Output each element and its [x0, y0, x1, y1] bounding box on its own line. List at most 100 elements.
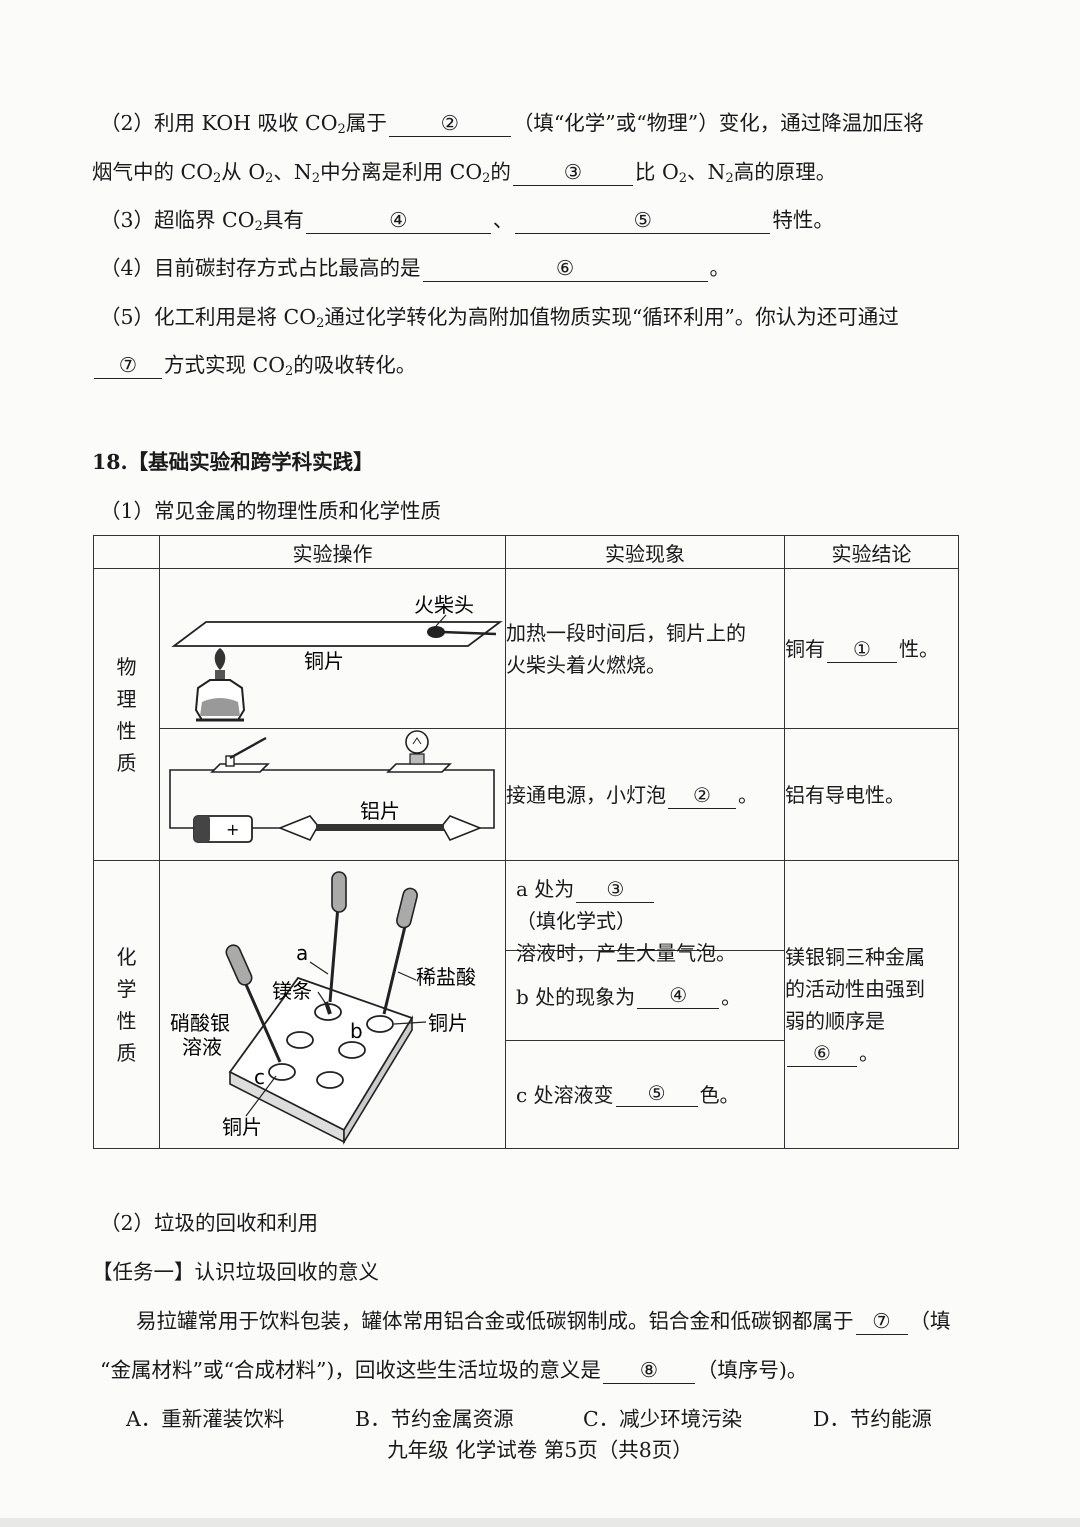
- blank-task-8[interactable]: ⑧: [602, 1357, 695, 1384]
- experiment-table: 实验操作 实验现象 实验结论 物理性质 火柴头 铜片: [93, 535, 959, 1149]
- bulb-filament: [412, 736, 422, 744]
- switch-lever-icon[interactable]: [229, 736, 267, 759]
- option-a[interactable]: A．重新灌装饮料: [126, 1407, 285, 1431]
- blank-task-7[interactable]: ⑦: [855, 1308, 908, 1335]
- table-blank-4[interactable]: ④: [637, 982, 720, 1009]
- label-c: c: [254, 1065, 265, 1089]
- leader-hcl: [397, 970, 417, 981]
- option-b[interactable]: B．节约金属资源: [355, 1407, 514, 1431]
- copper-strip: [171, 620, 503, 647]
- blank-3[interactable]: ③: [512, 159, 633, 186]
- lamp-fuel: [200, 697, 240, 716]
- label-leader-match: [435, 614, 447, 626]
- chemical-conclusion: 镁银铜三种金属 的活动性由强到 弱的顺序是 ⑥。: [784, 860, 959, 1149]
- leader-magnesium: [317, 991, 327, 1004]
- vertical-label-char: 性: [116, 718, 137, 743]
- table-header-corner: [93, 535, 160, 569]
- electric-conclusion: 铝有导电性。: [784, 728, 959, 861]
- table-header-conclusion: 实验结论: [784, 535, 959, 569]
- flame-icon: [214, 647, 226, 670]
- plate-edge-side: [343, 1014, 413, 1145]
- dropper-hcl-icon: [382, 887, 418, 1014]
- table-header-operation: 实验操作: [159, 535, 506, 569]
- page-footer: 九年级 化学试卷 第5页（共8页）: [387, 1438, 693, 1462]
- spot-plate-figure: a 镁条 稀盐酸 b 铜片 硝酸银 溶液 c 铜片: [159, 860, 506, 1149]
- table-row-heat: 物理性质 火柴头 铜片 加热一段时间后，铜片上的火柴头: [93, 568, 959, 861]
- blank-6[interactable]: ⑥: [422, 255, 708, 282]
- chemical-properties-label: 化学性质: [93, 860, 160, 1149]
- well: [316, 1070, 344, 1089]
- circuit-diagram: + 铝片: [169, 729, 495, 843]
- vertical-label-char: 性: [116, 1008, 137, 1033]
- label-solution: 溶液: [182, 1035, 222, 1059]
- switch-base: [210, 762, 270, 773]
- table-blank-6[interactable]: ⑥: [787, 1040, 857, 1067]
- switch-post: [225, 754, 235, 767]
- bulb-socket: [409, 752, 425, 765]
- well-c: [268, 1062, 296, 1081]
- blank-7[interactable]: ⑦: [94, 352, 162, 379]
- wire-right: [440, 768, 495, 829]
- battery-plus-label: +: [226, 820, 239, 839]
- matchstick: [441, 630, 497, 635]
- spot-plate: [228, 976, 414, 1131]
- table-header-row: 实验操作 实验现象 实验结论: [93, 535, 959, 569]
- label-a: a: [296, 941, 308, 965]
- vertical-label-char: 物: [116, 654, 137, 679]
- physical-properties-text: 物理性质: [94, 651, 159, 779]
- leader-a: [309, 961, 329, 974]
- table-blank-2[interactable]: ②: [668, 782, 736, 809]
- bulb-base: [386, 762, 452, 773]
- vertical-label-char: 化: [116, 944, 137, 969]
- physical-properties-label: 物理性质: [93, 568, 160, 861]
- leader-copper-b: [393, 1020, 427, 1025]
- label-aluminum: 铝片: [360, 799, 400, 823]
- alligator-clip-right: [441, 814, 483, 841]
- blank-4[interactable]: ④: [305, 207, 491, 234]
- magnesium-ribbon: [324, 1000, 332, 1015]
- label-copper-c: 铜片: [222, 1115, 262, 1139]
- table-blank-1[interactable]: ①: [827, 636, 897, 663]
- q18-part1-title: （1）常见金属的物理性质和化学性质: [100, 499, 442, 523]
- leader-copper-c: [245, 1075, 277, 1116]
- blank-2[interactable]: ②: [388, 110, 511, 137]
- dropper-agno3-icon: [225, 943, 282, 1063]
- label-silver-nitrate: 硝酸银: [170, 1011, 230, 1035]
- alligator-clip-left: [277, 814, 319, 841]
- table-blank-5[interactable]: ⑤: [615, 1080, 698, 1107]
- blank-5[interactable]: ⑤: [515, 207, 771, 234]
- option-c[interactable]: C．减少环境污染: [583, 1407, 743, 1431]
- well: [338, 1040, 366, 1059]
- heat-conduction-figure: 火柴头 铜片: [159, 568, 506, 729]
- circuit-figure: + 铝片: [159, 728, 506, 861]
- label-copper: 铜片: [304, 649, 344, 673]
- vertical-label-char: 质: [116, 1040, 137, 1065]
- vertical-label-char: 理: [116, 686, 137, 711]
- match-head: [427, 625, 445, 638]
- table-header-phenomenon: 实验现象: [505, 535, 785, 569]
- label-b: b: [350, 1019, 363, 1043]
- battery-end: [194, 815, 210, 842]
- light-bulb-icon: [405, 729, 429, 754]
- dropper-a-icon: [328, 870, 347, 1002]
- label-hcl: 稀盐酸: [416, 965, 476, 989]
- well: [286, 1030, 314, 1049]
- table-blank-3[interactable]: ③: [576, 876, 655, 903]
- q18-title: 18.【基础实验和跨学科实践】: [92, 450, 374, 474]
- label-copper-b: 铜片: [428, 1011, 468, 1035]
- label-magnesium: 镁条: [272, 979, 312, 1003]
- well-b: [366, 1014, 394, 1033]
- heat-conduction-diagram: 火柴头 铜片: [171, 593, 503, 721]
- option-d[interactable]: D．节约能源: [813, 1407, 932, 1431]
